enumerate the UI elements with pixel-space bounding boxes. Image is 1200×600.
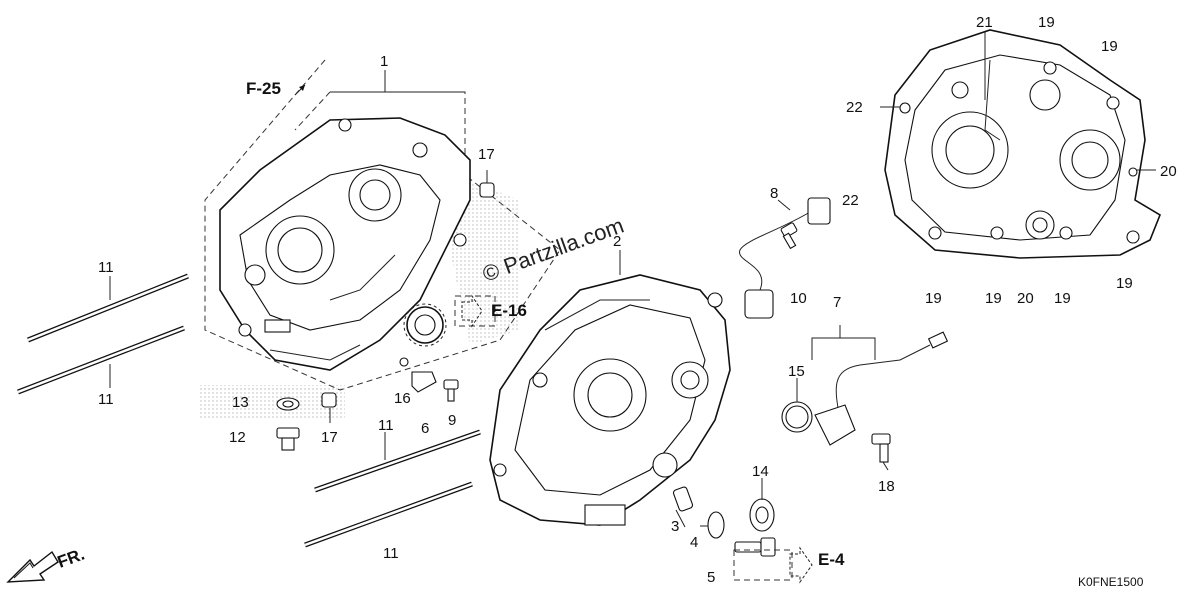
callout-19-b4: 19 [1116,275,1133,292]
front-marker-label: FR. [55,545,87,572]
callout-8: 8 [770,185,778,202]
callout-2: 2 [613,233,621,250]
dowel-pin-lower [321,392,337,408]
bracket-plate-6 [411,371,437,393]
callout-6: 6 [421,420,429,437]
callout-19-b1: 19 [925,290,942,307]
diagram-code: K0FNE1500 [1078,575,1144,589]
drain-bolt [276,427,300,451]
callout-19-b2: 19 [985,290,1002,307]
oil-seal-14 [749,498,775,532]
callout-22-inset: 22 [846,99,863,116]
callout-21: 21 [976,14,993,31]
bolt-10 [780,222,798,250]
callout-19-b3: 19 [1054,290,1071,307]
oring-4 [707,511,725,539]
callout-13: 13 [232,394,249,411]
right-crankcase-half [489,274,731,526]
stud-bolt-top-left [27,273,189,343]
callout-12: 12 [229,429,246,446]
front-direction-arrow [6,550,59,583]
dowel-3 [672,486,694,512]
bolt-9 [443,379,459,402]
callout-11-left: 11 [98,391,114,408]
small-washer-16 [399,357,409,367]
callout-20-bottom: 20 [1017,290,1034,307]
callout-22-connector: 22 [842,192,859,209]
ref-label-f25: F-25 [246,79,281,98]
callout-17-bottom: 17 [321,429,338,446]
callout-19-topright: 19 [1101,38,1118,55]
callout-10: 10 [790,290,807,307]
bolt-18 [871,433,891,463]
callout-20-right: 20 [1160,163,1177,180]
callout-14: 14 [752,463,769,480]
crankcase-inset-view [884,29,1161,259]
sensor-7 [814,331,949,446]
callout-7: 7 [833,294,841,311]
sealing-washer [276,397,300,411]
leader-lines [109,32,1156,528]
stud-bolt-bottom [304,481,473,548]
stud-bolt-middle [314,429,481,493]
callout-17-top: 17 [478,146,495,163]
callout-4: 4 [690,534,698,551]
speed-sensor-8 [739,197,831,319]
callout-11-top: 11 [98,259,114,276]
reference-arrow-f25 [294,84,306,96]
callout-15: 15 [788,363,805,380]
callout-11-bottom: 11 [383,545,399,562]
ref-label-e4: E-4 [818,550,845,569]
flange-bolt-5 [734,537,776,557]
callout-16: 16 [394,390,411,407]
reference-arrow-e4 [733,546,813,584]
left-crankcase-half [200,59,561,420]
callout-1: 1 [380,53,388,70]
sprocket-gear [403,303,447,347]
oring-15 [781,401,813,433]
callout-3: 3 [671,518,679,535]
ref-label-e16: E-16 [491,301,527,320]
callout-18: 18 [878,478,895,495]
callout-9: 9 [448,412,456,429]
dowel-pin-upper [479,182,495,198]
callout-19-top: 19 [1038,14,1055,31]
reference-arrow-e16 [454,294,496,328]
callout-11-middle: 11 [378,417,394,434]
callout-5: 5 [707,569,715,586]
stud-bolt-lower-left [17,325,185,395]
